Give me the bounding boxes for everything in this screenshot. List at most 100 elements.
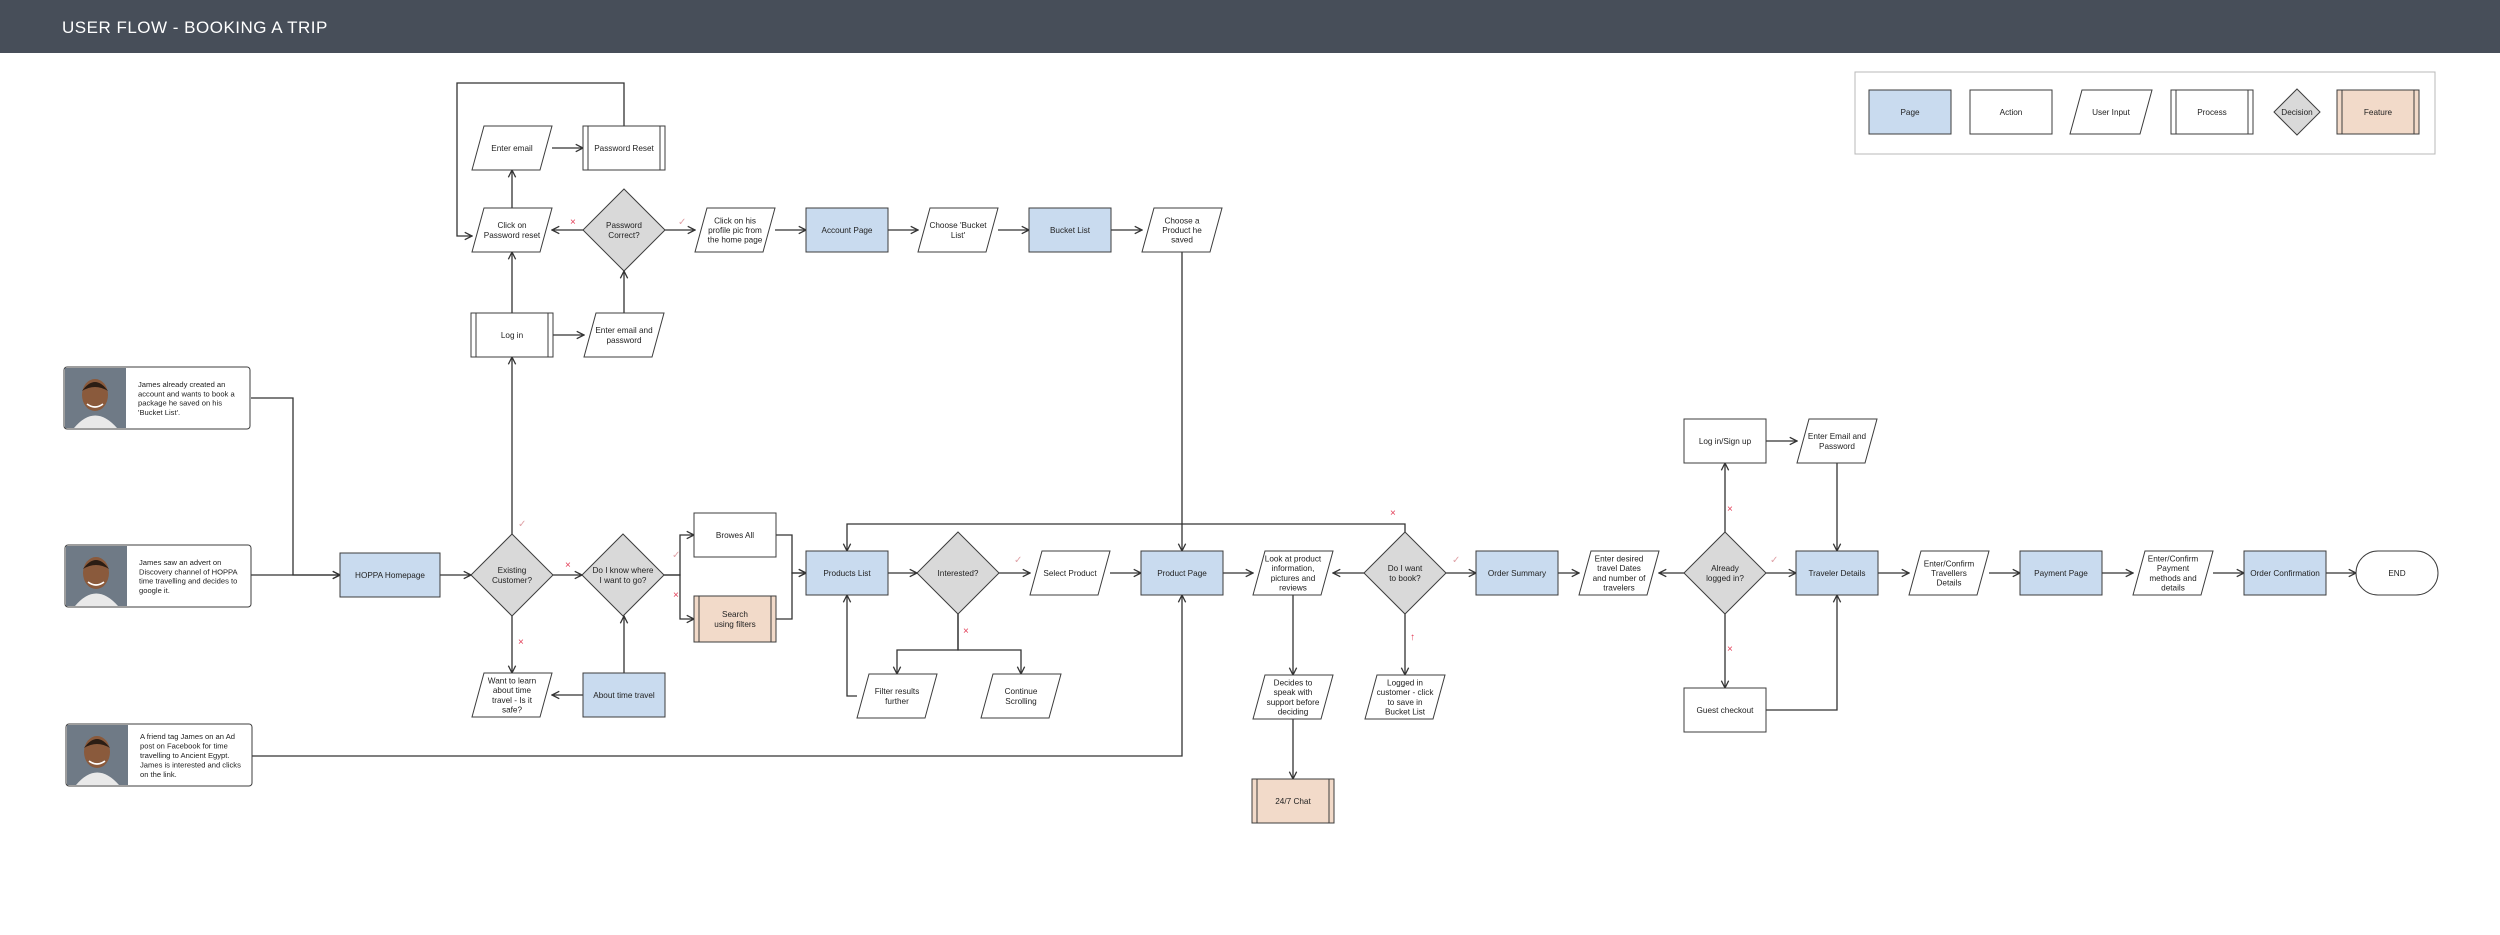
connector: [251, 595, 1182, 757]
header-bar: USER FLOW - BOOKING A TRIP: [0, 0, 2500, 53]
mark-layer: ✓××✓×✓×✓×↑✓×××✓: [518, 217, 1778, 655]
node-label: Enter desired: [1595, 555, 1644, 564]
node-label: Choose 'Bucket: [929, 221, 987, 230]
node-label: Want to learn: [488, 677, 537, 686]
node-hoppa-homepage[interactable]: HOPPA Homepage: [339, 552, 441, 598]
no-cross-icon: ×: [565, 560, 571, 571]
node-login-signup[interactable]: Log in/Sign up: [1683, 418, 1767, 464]
no-cross-icon: ×: [1727, 644, 1733, 655]
node-about-time-travel[interactable]: About time travel: [582, 672, 666, 718]
node-label: pictures and: [1271, 574, 1316, 583]
node-label: Order Summary: [1488, 569, 1547, 578]
persona-text: package he saved on his: [138, 399, 222, 408]
node-enter-email[interactable]: Enter email: [471, 125, 553, 171]
connector: [251, 397, 340, 575]
persona-text: James is interested and clicks: [140, 760, 241, 769]
node-order-confirmation[interactable]: Order Confirmation: [2243, 550, 2327, 596]
node-label: Choose a: [1164, 216, 1199, 225]
node-label: List': [951, 231, 966, 240]
persona-text: on the link.: [140, 770, 177, 779]
legend-label: User Input: [2092, 108, 2130, 117]
node-pw-reset[interactable]: Password Reset: [582, 125, 666, 171]
connector: [664, 574, 694, 619]
node-payment-page[interactable]: Payment Page: [2019, 550, 2103, 596]
persona-text: James already created an: [138, 380, 225, 389]
node-label: I want to go?: [600, 576, 647, 585]
node-label: Payment: [2157, 564, 2190, 573]
persona-text: time travelling and decides to: [139, 577, 237, 586]
legend-label: Page: [1900, 108, 1920, 117]
legend-item-input: User Input: [2069, 89, 2153, 135]
node-account-page[interactable]: Account Page: [805, 207, 889, 253]
node-interested[interactable]: Interested?: [916, 531, 1000, 615]
persona-text: account and wants to book a: [138, 389, 235, 398]
avatar-photo-icon: [66, 546, 127, 606]
node-products-list[interactable]: Products List: [805, 550, 889, 596]
node-label: Scrolling: [1005, 697, 1037, 706]
yes-check-icon: ✓: [1452, 555, 1460, 566]
node-label: deciding: [1278, 707, 1309, 716]
node-label: Order Confirmation: [2250, 569, 2320, 578]
node-label: Log in: [501, 331, 524, 340]
no-cross-icon: ×: [570, 217, 576, 228]
persona-text: post on Facebook for time: [140, 742, 228, 751]
yes-check-icon: ✓: [1770, 555, 1778, 566]
no-cross-icon: ×: [1727, 504, 1733, 515]
persona-text: Discovery channel of HOPPA: [139, 567, 239, 576]
node-product-page[interactable]: Product Page: [1140, 550, 1224, 596]
node-traveler-details[interactable]: Traveler Details: [1795, 550, 1879, 596]
node-label: Decides to: [1274, 679, 1313, 688]
node-browse-all[interactable]: Browes All: [693, 512, 777, 558]
node-select-product[interactable]: Select Product: [1029, 550, 1111, 596]
node-label: Continue: [1005, 687, 1038, 696]
node-label: Products List: [823, 569, 871, 578]
node-label: Password reset: [484, 231, 541, 240]
node-label: Product he: [1162, 226, 1202, 235]
node-bucket-list[interactable]: Bucket List: [1028, 207, 1112, 253]
node-guest-checkout[interactable]: Guest checkout: [1683, 687, 1767, 733]
connector: [776, 534, 806, 573]
node-label: Search: [722, 610, 748, 619]
no-cross-icon: ×: [1390, 508, 1396, 519]
node-label: methods and: [2149, 574, 2197, 583]
legend-item-process: Process: [2170, 89, 2254, 135]
yes-check-icon: ✓: [672, 550, 680, 561]
node-label: Browes All: [716, 531, 754, 540]
node-label: about time: [493, 686, 532, 695]
node-label: profile pic from: [708, 226, 762, 235]
node-label: Guest checkout: [1697, 706, 1755, 715]
node-label: END: [2388, 569, 2405, 578]
node-label: to book?: [1389, 574, 1421, 583]
node-label: logged in?: [1706, 574, 1744, 583]
node-end[interactable]: END: [2355, 550, 2439, 596]
node-label: further: [885, 697, 909, 706]
node-order-summary[interactable]: Order Summary: [1475, 550, 1559, 596]
node-log-in[interactable]: Log in: [470, 312, 554, 358]
node-chat[interactable]: 24/7 Chat: [1251, 778, 1335, 824]
